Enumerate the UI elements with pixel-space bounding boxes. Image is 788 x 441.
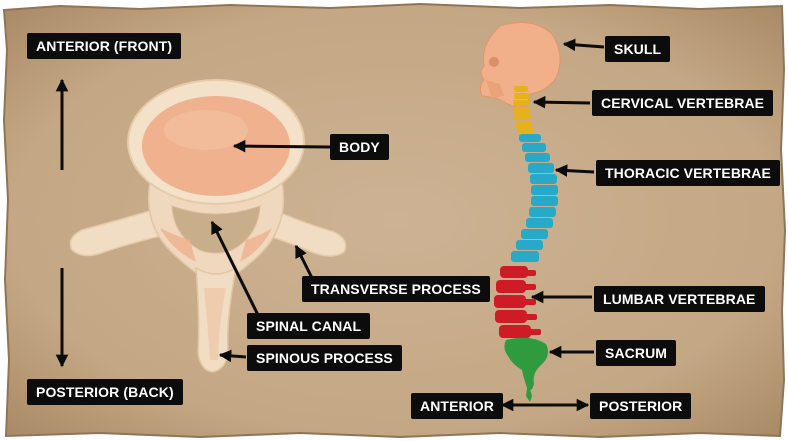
cervical-vertebra: [513, 107, 530, 113]
thoracic-vertebra: [516, 240, 543, 250]
thoracic-vertebra: [529, 207, 556, 217]
arrow-body: [232, 139, 331, 153]
lumbar-process: [524, 299, 536, 305]
cervical-vertebra: [514, 86, 528, 92]
label-cervical-vertebrae: CERVICAL VERTEBRAE: [592, 90, 774, 116]
lumbar-process: [526, 270, 536, 276]
label-anterior: ANTERIOR: [411, 393, 503, 419]
thoracic-vertebrae-group: [511, 134, 558, 262]
skull-jaw: [486, 80, 504, 98]
label-posterior: POSTERIOR: [590, 393, 692, 419]
coccyx-shape: [526, 382, 532, 402]
cervical-vertebra: [514, 114, 531, 120]
label-spinous-process: SPINOUS PROCESS: [247, 345, 402, 371]
label-anterior-front: ANTERIOR (FRONT): [27, 33, 182, 59]
label-thoracic-vertebrae: THORACIC VERTEBRAE: [596, 160, 780, 186]
arrow-thoracic: [554, 164, 595, 177]
thoracic-vertebra: [530, 174, 557, 184]
arch-shading-right: [240, 228, 272, 262]
lumbar-vertebra: [500, 266, 528, 278]
label-spinal-canal: SPINAL CANAL: [247, 313, 371, 339]
lumbar-vertebra: [495, 310, 527, 323]
vertebral-body-highlight: [164, 110, 248, 150]
lumbar-vertebra: [494, 295, 526, 308]
thoracic-vertebra: [521, 229, 548, 239]
thoracic-vertebra: [531, 185, 558, 195]
arrows: [55, 38, 605, 412]
arrow-spinous-process: [218, 349, 247, 363]
thoracic-vertebra: [525, 153, 550, 162]
label-body: BODY: [330, 134, 389, 160]
arrow-skull: [562, 38, 605, 52]
cervical-vertebrae-group: [513, 86, 534, 133]
thoracic-vertebra: [528, 163, 554, 173]
sacrum-shape: [504, 337, 548, 391]
lumbar-vertebra: [496, 280, 526, 293]
cervical-vertebra: [515, 121, 532, 127]
spinous-process-shading: [204, 288, 226, 360]
thoracic-vertebra: [526, 218, 553, 228]
arrow-cervical: [532, 95, 591, 109]
vertebra-illustration: [69, 79, 347, 373]
thoracic-vertebra: [531, 196, 558, 206]
thoracic-vertebra: [522, 143, 546, 152]
cervical-vertebra: [517, 127, 534, 133]
arch-shading: [160, 228, 196, 262]
lumbar-process: [529, 329, 541, 335]
label-posterior-back: POSTERIOR (BACK): [27, 379, 183, 405]
arrow-transverse-process: [294, 244, 314, 279]
lumbar-process: [525, 314, 537, 320]
cervical-vertebra: [513, 100, 529, 106]
label-transverse-process: TRANSVERSE PROCESS: [302, 276, 490, 302]
label-lumbar-vertebrae: LUMBAR VERTEBRAE: [594, 286, 765, 312]
label-skull: SKULL: [605, 36, 671, 62]
arrow-spinal-canal: [210, 220, 260, 316]
thoracic-vertebra: [511, 251, 539, 262]
lumbar-vertebra: [499, 325, 531, 338]
skull-eye: [489, 57, 499, 67]
label-sacrum: SACRUM: [596, 340, 677, 366]
thoracic-vertebra: [519, 134, 541, 142]
lumbar-process: [524, 284, 536, 290]
lumbar-vertebrae-group: [494, 266, 531, 338]
cervical-vertebra: [514, 93, 530, 99]
